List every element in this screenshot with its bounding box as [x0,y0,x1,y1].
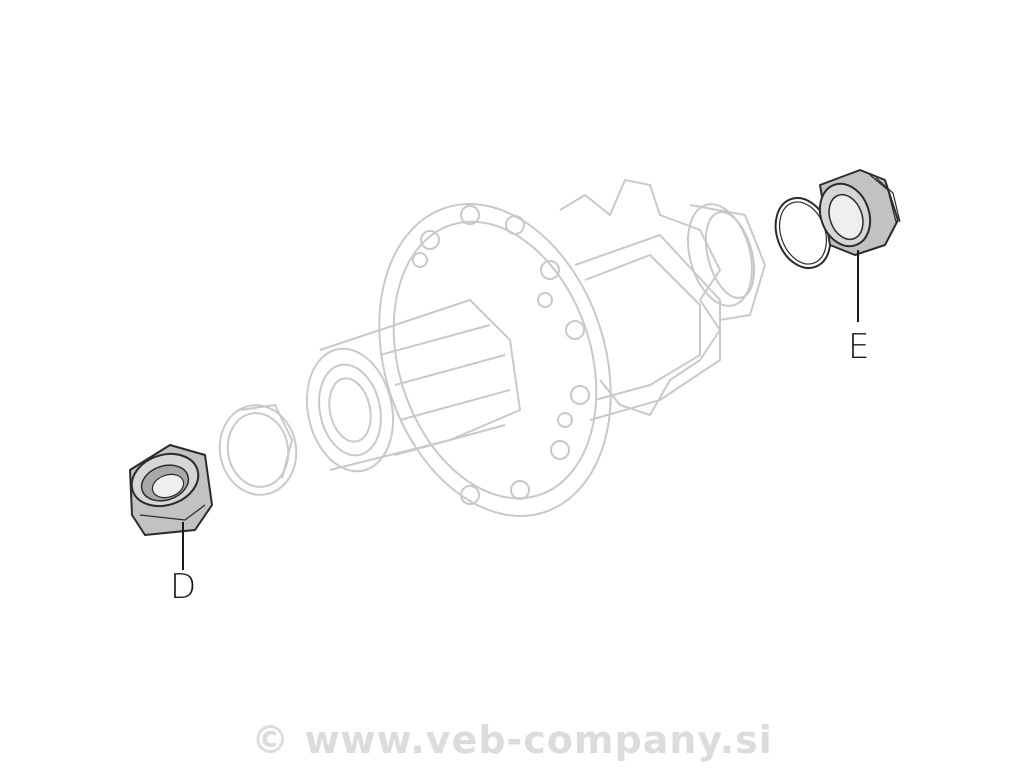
end-cap-d [129,444,213,536]
bearing-cap-e [818,169,901,256]
hub-body-ghost [218,179,766,517]
label-part-e: E [848,327,870,367]
watermark: © www.veb-company.si [251,718,773,762]
label-part-d: D [170,567,197,607]
